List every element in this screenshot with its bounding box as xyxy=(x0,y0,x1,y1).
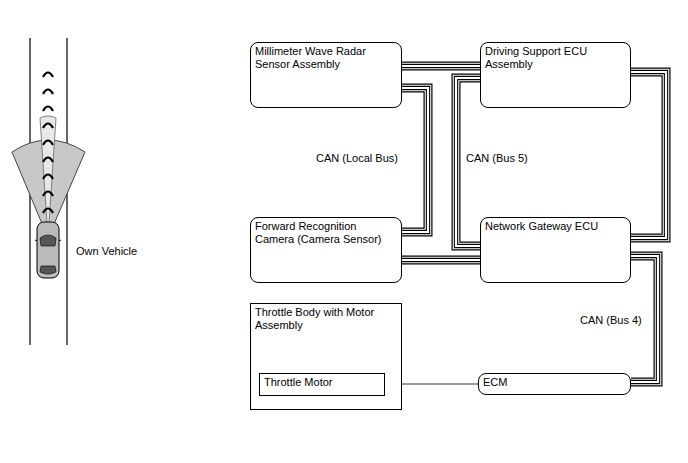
bus-stroke xyxy=(402,65,480,67)
bus-stroke xyxy=(402,257,480,264)
own-vehicle-car xyxy=(35,222,61,278)
vehicle-label: Own Vehicle xyxy=(74,245,139,258)
bus-stroke xyxy=(402,88,428,232)
bus-stroke xyxy=(631,72,666,238)
bus-stroke xyxy=(402,64,480,68)
bus-stroke xyxy=(631,72,666,238)
gateway-box: Network Gateway ECU xyxy=(480,217,631,283)
chevron xyxy=(43,158,53,163)
bus-stroke xyxy=(402,259,480,261)
chevron xyxy=(43,107,53,112)
bus-stroke xyxy=(402,88,428,232)
can-bus xyxy=(402,88,428,232)
node-text: Throttle Body with Motor Assembly xyxy=(255,306,397,332)
node-text: Forward Recognition Camera (Camera Senso… xyxy=(255,220,397,246)
node-text: Millimeter Wave Radar Sensor Assembly xyxy=(255,45,397,71)
bus-stroke xyxy=(631,72,666,238)
can-bus xyxy=(402,260,480,261)
node-text: Network Gateway ECU xyxy=(485,220,626,233)
bus-stroke xyxy=(631,72,666,238)
chevrons xyxy=(43,73,53,231)
chevron xyxy=(43,209,53,214)
assembly-box: Throttle Body with Motor AssemblyThrottl… xyxy=(250,303,402,410)
node-text: Throttle Motor xyxy=(264,376,380,389)
chevron xyxy=(43,192,53,197)
bus-label: CAN (Bus 4) xyxy=(578,314,644,327)
node-text: Driving Support ECU Assembly xyxy=(485,45,626,71)
node-text: ECM xyxy=(483,376,626,389)
bus-stroke xyxy=(402,258,480,262)
bus-stroke xyxy=(402,62,480,71)
chevron xyxy=(43,124,53,129)
bus-stroke xyxy=(402,88,428,232)
can-bus xyxy=(402,66,480,67)
bus-stroke xyxy=(402,63,480,70)
ecu-box: Driving Support ECU Assembly xyxy=(480,42,631,108)
ecm-box: ECM xyxy=(478,373,631,395)
chevron xyxy=(43,141,53,146)
radar-sensor-box: Millimeter Wave Radar Sensor Assembly xyxy=(250,42,402,108)
camera-sector xyxy=(40,116,56,238)
camera-box: Forward Recognition Camera (Camera Senso… xyxy=(250,217,402,283)
bus-label: CAN (Local Bus) xyxy=(314,152,400,165)
chevron xyxy=(43,73,53,78)
can-bus xyxy=(631,72,666,238)
bus-stroke xyxy=(402,88,428,232)
chevron xyxy=(43,175,53,180)
bus-stroke xyxy=(402,256,480,265)
bus-label: CAN (Bus 5) xyxy=(464,152,530,165)
motor-box: Throttle Motor xyxy=(259,373,385,396)
chevron xyxy=(43,90,53,95)
